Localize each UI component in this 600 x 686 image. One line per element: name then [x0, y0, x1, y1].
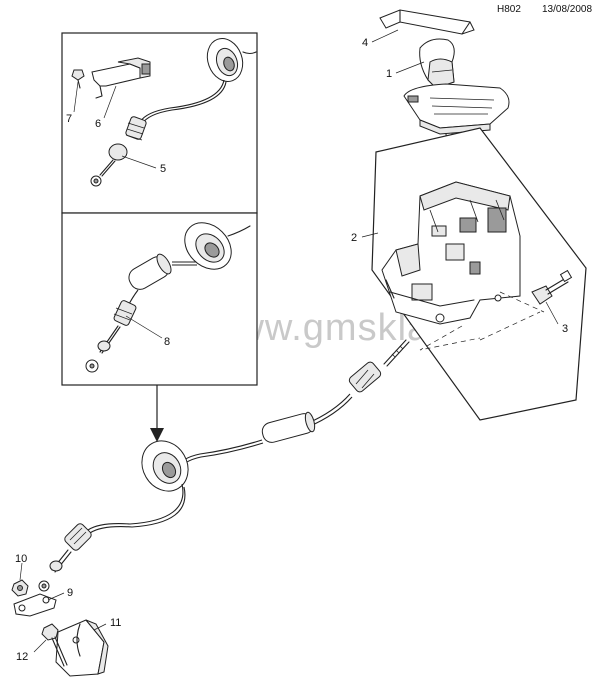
main-shift-cable	[38, 339, 410, 592]
grommet-upper	[206, 38, 257, 82]
leader-lines	[19, 29, 559, 653]
cable-fitting-lower	[113, 300, 137, 326]
bolt-part-7	[71, 69, 85, 89]
callout-2: 2	[351, 232, 357, 244]
shift-knob-part-1	[419, 38, 455, 89]
callout-labels: 1 2 3 4 5 6 7 8 9 10 11 12	[15, 37, 568, 663]
callout-11: 11	[110, 617, 121, 629]
callout-12: 12	[16, 651, 28, 663]
bracket-part-6	[91, 57, 151, 99]
down-arrow-icon	[150, 385, 164, 442]
callout-8: 8	[164, 336, 170, 348]
shift-trim-part-4	[379, 9, 475, 35]
upper-inset-parts	[71, 38, 257, 187]
bolt-part-3	[531, 269, 573, 305]
shift-gate-plate	[403, 83, 510, 135]
shift-housing-part-2	[381, 181, 521, 325]
callout-9: 9	[67, 587, 73, 599]
grommet-lower	[184, 222, 251, 270]
callout-6: 6	[95, 118, 101, 130]
bracket-part-11	[55, 619, 109, 677]
damper-cylinder-lower	[128, 253, 172, 290]
bolt-part-12	[41, 623, 68, 667]
diagram-code: H802	[497, 4, 521, 15]
callout-10: 10	[15, 553, 27, 565]
callout-3: 3	[562, 323, 568, 335]
cable-fitting-upper	[125, 116, 147, 141]
callout-7: 7	[66, 113, 72, 125]
lower-inset-parts	[85, 222, 251, 373]
nut-part-10	[11, 579, 29, 597]
diagram-date: 13/08/2008	[542, 4, 592, 15]
callout-4: 4	[362, 37, 368, 49]
lever-part-9	[13, 593, 57, 617]
callout-5: 5	[160, 163, 166, 175]
callout-1: 1	[386, 68, 392, 80]
